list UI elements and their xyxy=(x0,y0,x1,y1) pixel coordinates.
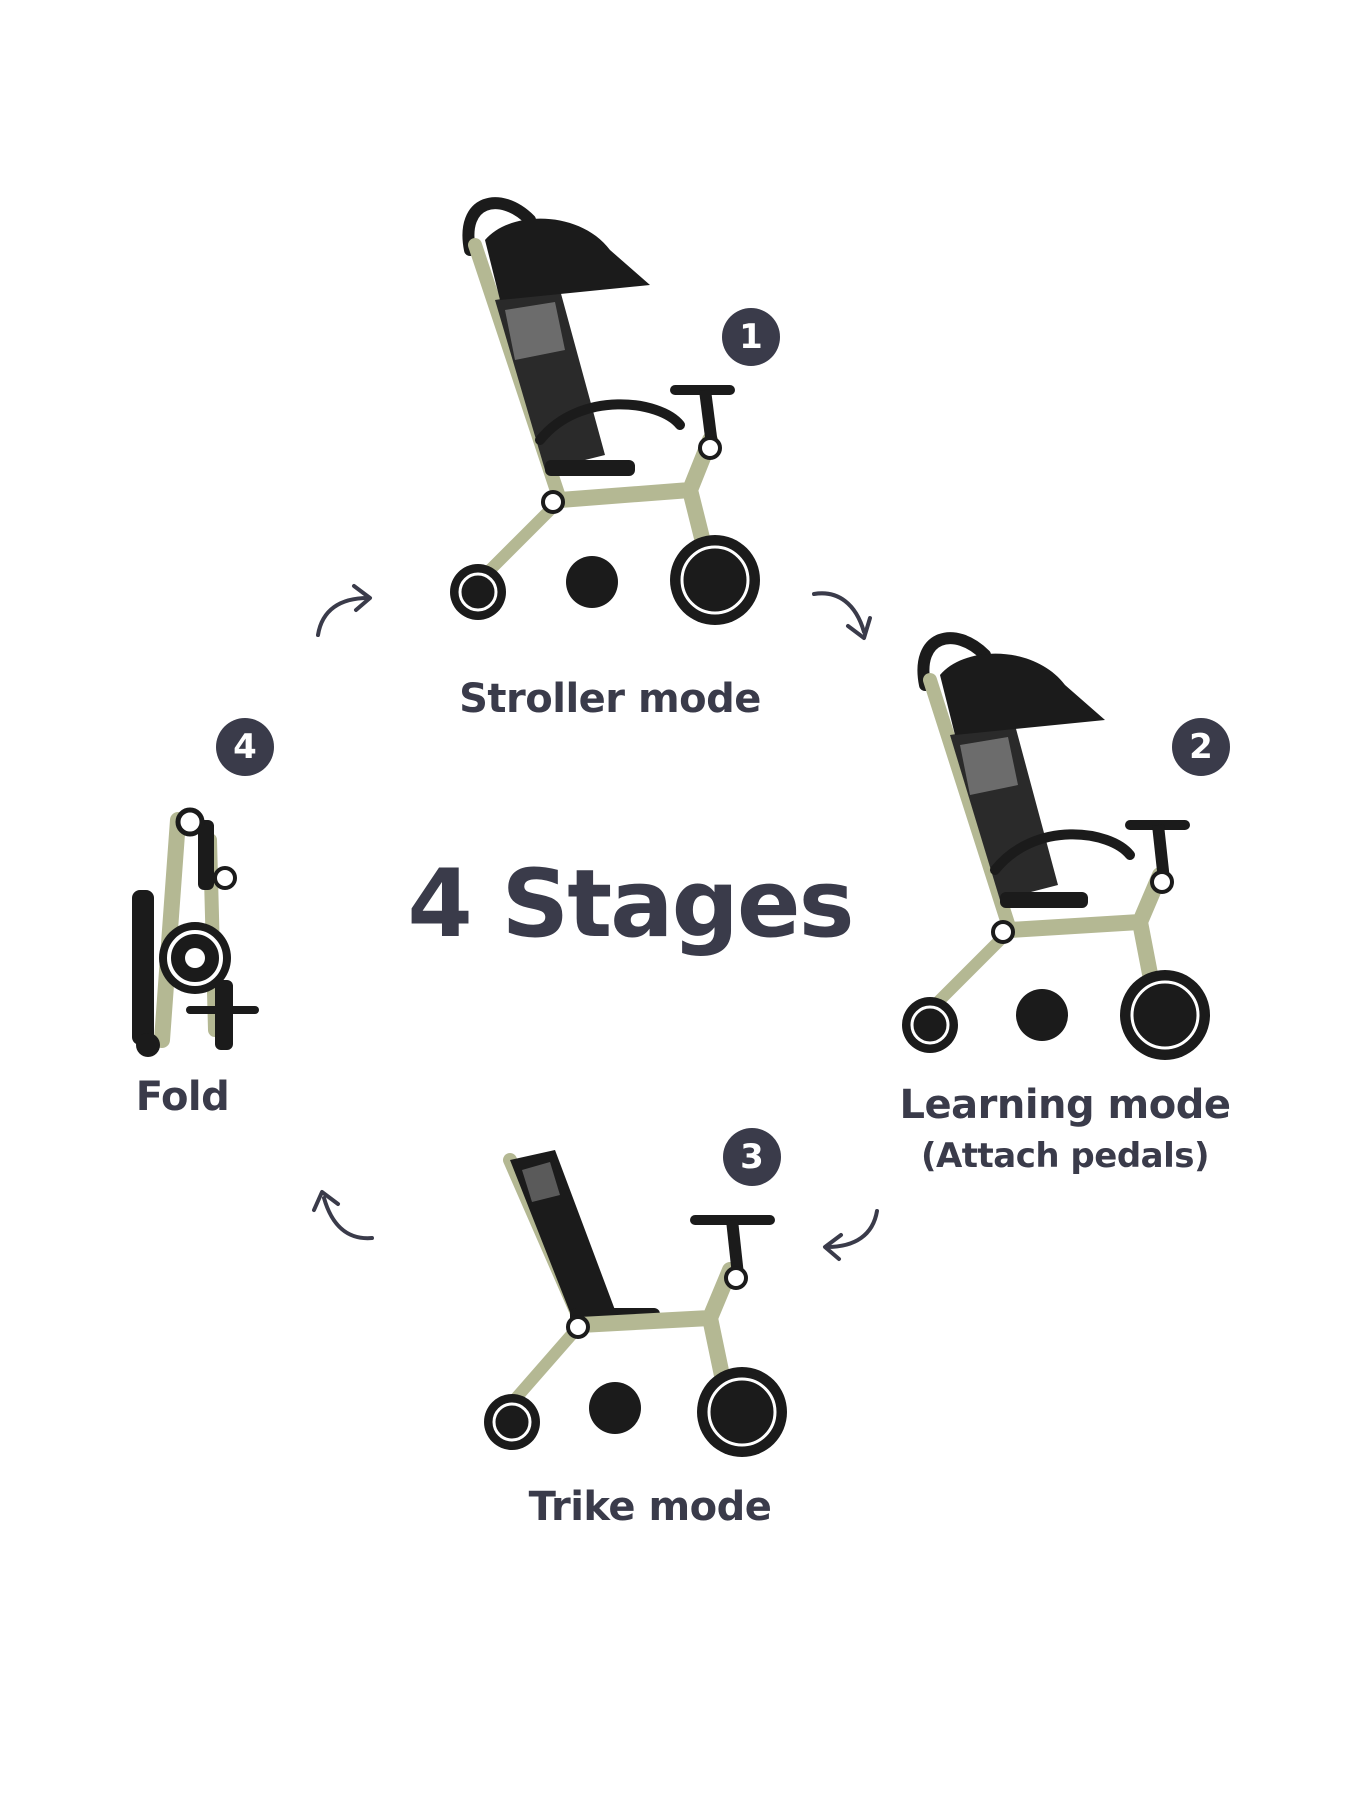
stage-2-label: Learning mode xyxy=(899,1082,1231,1128)
fold-image xyxy=(132,807,259,1057)
page-title: 4 Stages xyxy=(407,850,854,959)
stage-2-sublabel: (Attach pedals) xyxy=(920,1136,1210,1176)
stage-3-label: Trike mode xyxy=(528,1484,772,1530)
stroller-mode-image xyxy=(450,197,760,625)
curved-arrow-icon xyxy=(812,591,872,640)
learning-mode-image xyxy=(902,632,1210,1060)
curved-arrow-icon xyxy=(316,584,372,637)
curved-arrow-icon xyxy=(312,1190,374,1241)
stage-3-badge: 3 xyxy=(723,1128,781,1186)
stage-1-label: Stroller mode xyxy=(459,676,761,722)
stage-1-badge: 1 xyxy=(722,308,780,366)
curved-arrow-icon xyxy=(823,1209,879,1261)
stage-4-badge: 4 xyxy=(216,718,274,776)
stage-4-label: Fold xyxy=(135,1074,230,1120)
stage-2-badge: 2 xyxy=(1172,718,1230,776)
trike-mode-image xyxy=(484,1150,787,1457)
